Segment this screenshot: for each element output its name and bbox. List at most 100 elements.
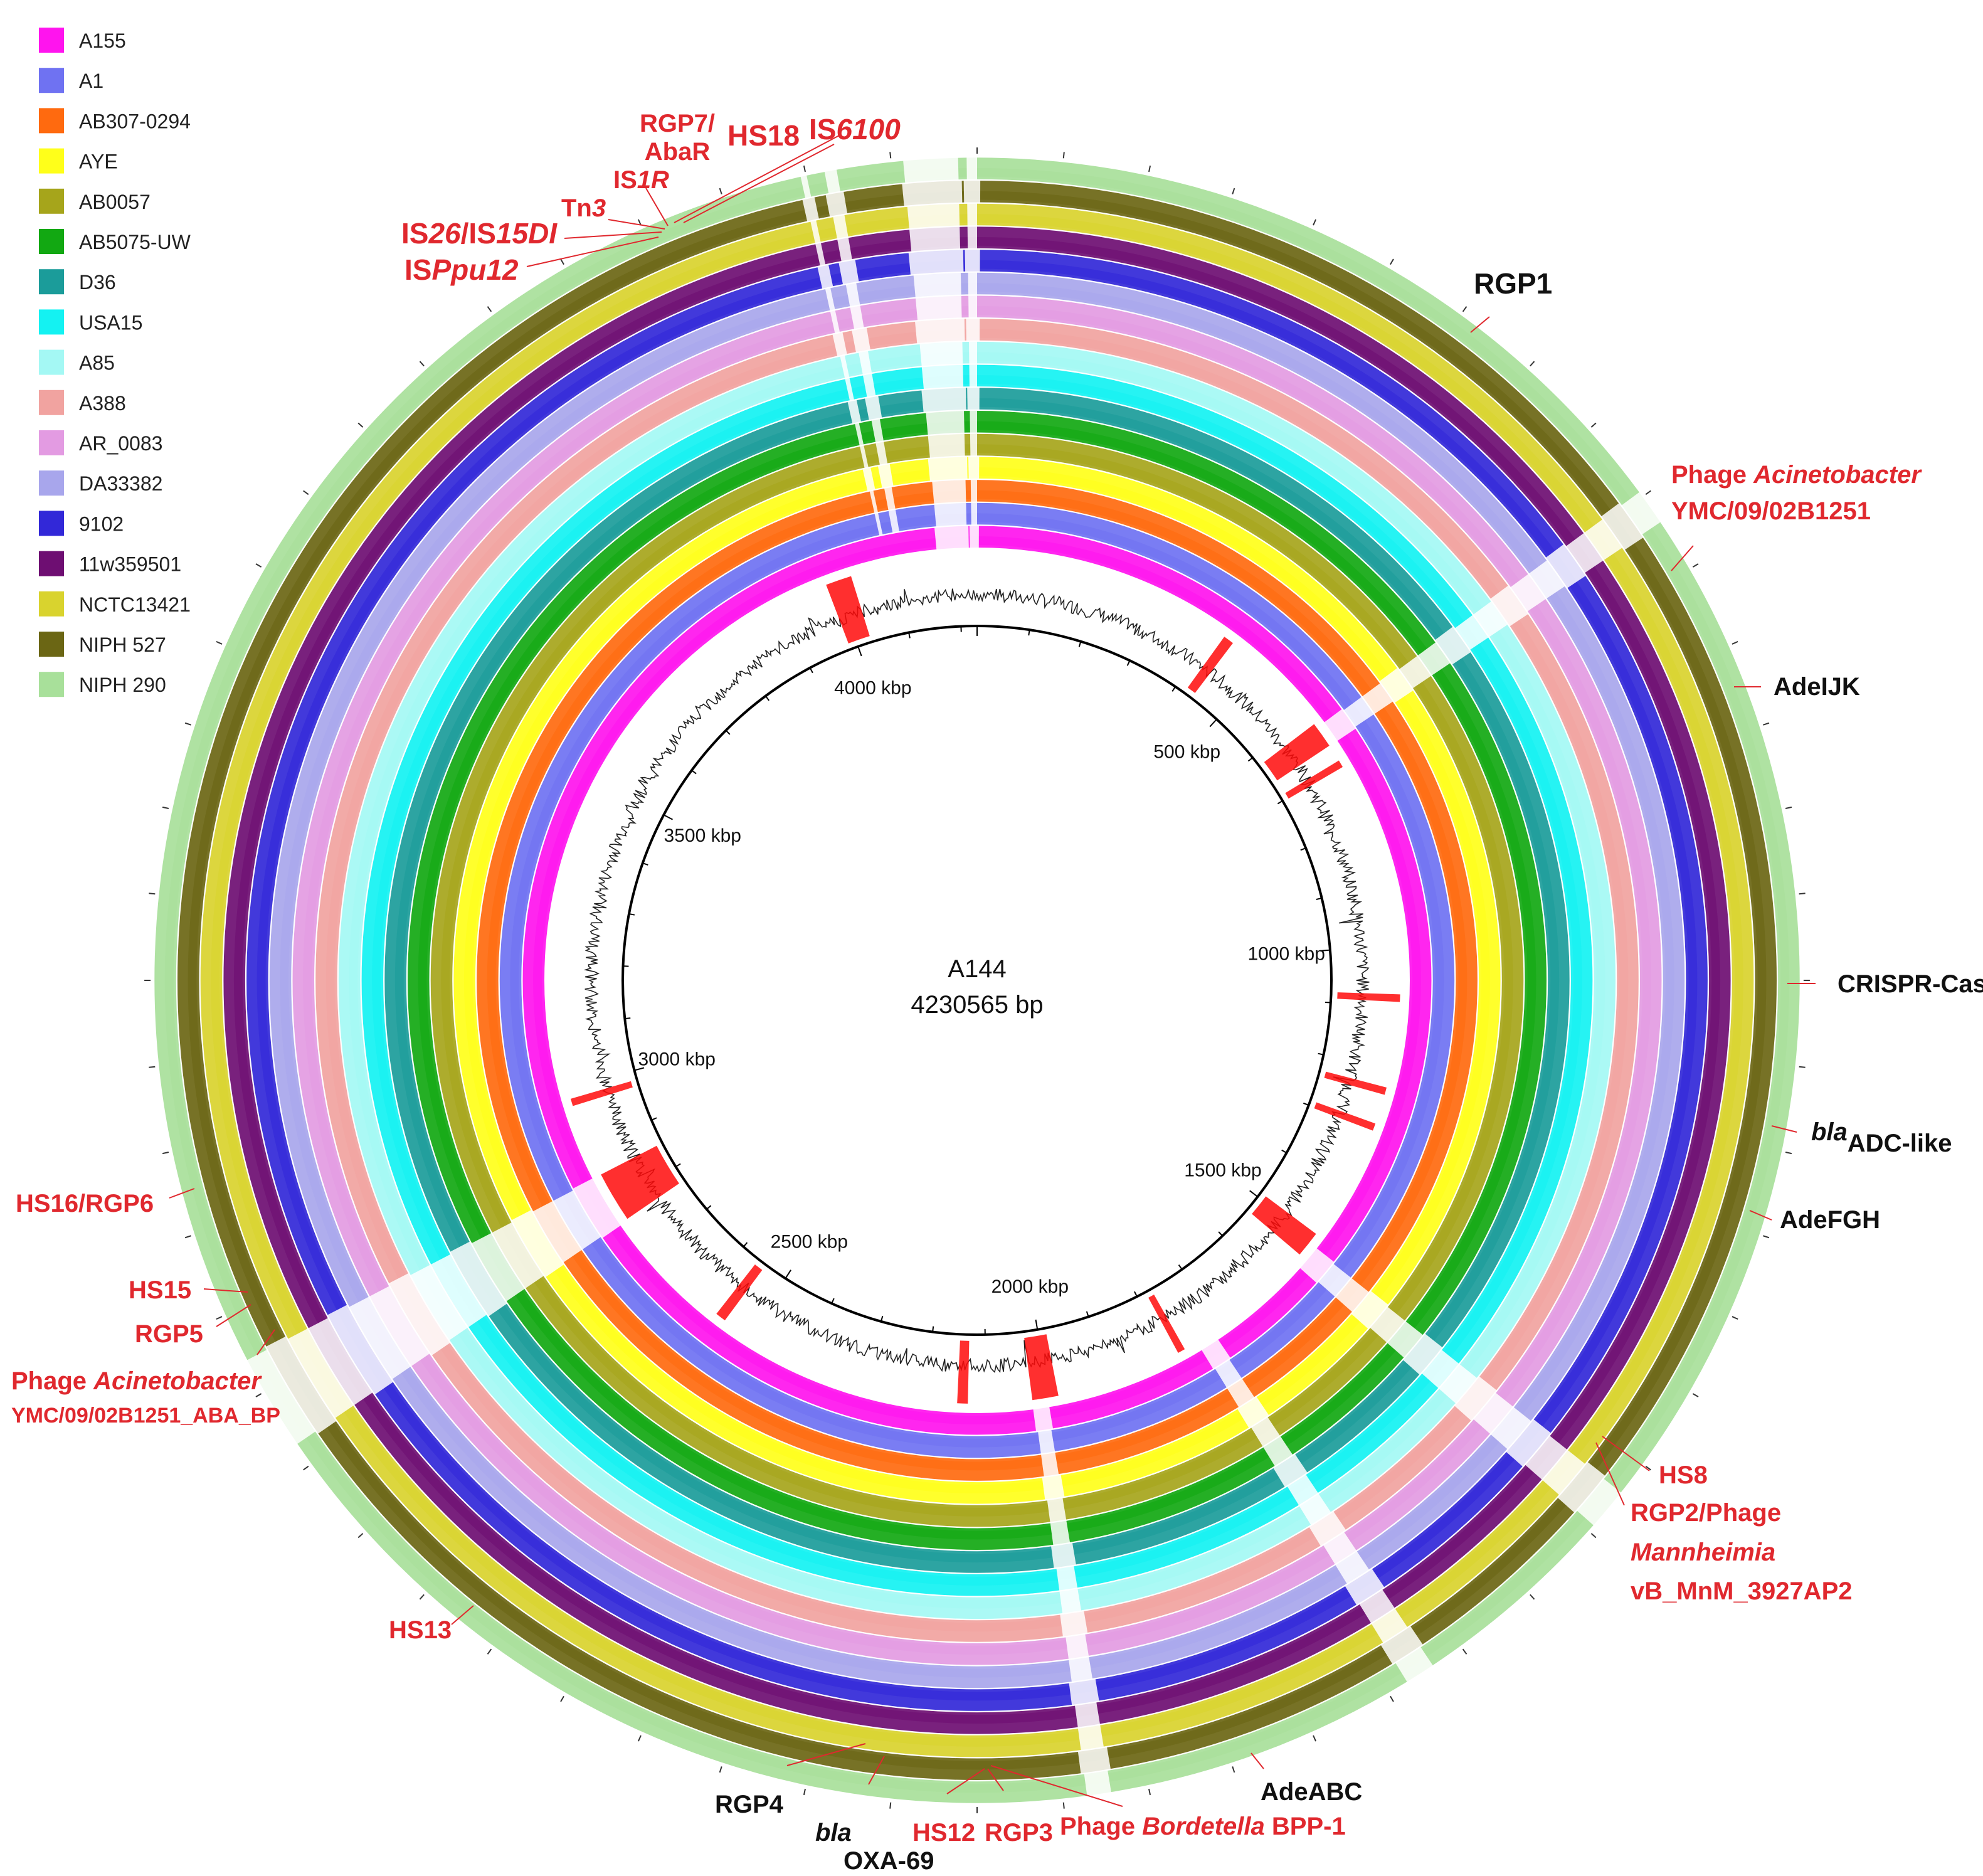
outer-tick — [1799, 1067, 1806, 1068]
red-region — [716, 1264, 762, 1320]
legend-swatch — [39, 189, 64, 214]
axis-tick — [664, 815, 672, 819]
label-tn3: Tn3 — [561, 194, 606, 222]
outer-tick — [149, 1067, 155, 1068]
outer-tick — [1693, 564, 1698, 567]
outer-tick — [185, 1236, 191, 1237]
ring-gap — [1084, 1770, 1111, 1796]
label-rgp4: RGP4 — [715, 1791, 784, 1818]
red-region — [957, 1340, 969, 1403]
label-hs13: HS13 — [389, 1616, 452, 1644]
label-rgp1: RGP1 — [1474, 267, 1552, 300]
outer-tick — [1390, 1696, 1393, 1702]
outer-tick — [1799, 893, 1806, 894]
outer-tick — [720, 188, 722, 194]
outer-tick — [1732, 642, 1738, 644]
ring-gap — [966, 318, 980, 341]
outer-tick — [487, 307, 491, 312]
axis-tick — [766, 696, 769, 701]
outer-tick — [487, 1649, 491, 1654]
legend-swatch — [39, 390, 64, 415]
outer-tick — [149, 893, 155, 894]
outer-tick — [890, 152, 891, 158]
axis-tick — [743, 1243, 747, 1247]
ring-gap — [932, 479, 966, 504]
outer-tick — [561, 259, 564, 265]
ring-gap — [934, 502, 967, 527]
ring-gap — [907, 203, 960, 229]
legend-label: AR_0083 — [79, 432, 162, 455]
legend-label: USA15 — [79, 311, 142, 334]
outer-tick — [1693, 1394, 1698, 1397]
outer-tick — [890, 1803, 891, 1809]
ring-gap — [921, 387, 966, 412]
axis-tick-label: 4000 kbp — [834, 678, 911, 699]
outer-tick — [420, 1594, 424, 1599]
axis-tick — [1179, 1265, 1182, 1269]
axis-tick-label: 2500 kbp — [771, 1231, 848, 1252]
axis-tick-label: 2000 kbp — [991, 1276, 1069, 1297]
legend-label: 11w359501 — [79, 553, 181, 576]
label-hs15: HS15 — [129, 1276, 191, 1304]
ring-gap — [928, 433, 965, 458]
legend-label: A388 — [79, 392, 126, 415]
red-region — [571, 1081, 633, 1106]
axis-tick-label: 1500 kbp — [1184, 1160, 1261, 1180]
label-rgp5: RGP5 — [135, 1320, 203, 1348]
legend: A155A1AB307-0294AYEAB0057AB5075-UWD36USA… — [39, 28, 191, 697]
label-bla-adc: blaADC-like — [1811, 1118, 1952, 1157]
outer-tick — [720, 1766, 722, 1773]
legend-label: 9102 — [79, 512, 124, 535]
ring-gap — [926, 410, 964, 435]
legend-label: AB0057 — [79, 191, 151, 213]
outer-tick — [804, 166, 805, 172]
axis-tick — [1172, 687, 1175, 691]
ring-gap — [971, 479, 977, 502]
outer-tick — [1785, 1152, 1792, 1153]
label-hs12: HS12 — [912, 1819, 975, 1847]
legend-label: A155 — [79, 29, 126, 52]
legend-swatch — [39, 28, 64, 53]
ring-gap — [970, 410, 977, 433]
ring-gap — [934, 526, 969, 550]
legend-swatch — [39, 591, 64, 617]
ring-gap — [967, 203, 977, 226]
axis-tick-label: 500 kbp — [1153, 741, 1220, 762]
label-crispr-cas: CRISPR-Cas — [1838, 970, 1983, 998]
ring-gap — [1059, 1588, 1081, 1614]
ring-gap — [1056, 1566, 1077, 1591]
red-region — [826, 576, 870, 644]
legend-swatch — [39, 269, 64, 294]
ring-gap — [928, 457, 968, 482]
legend-label: A1 — [79, 70, 103, 92]
ring-gap — [971, 502, 977, 526]
ring-gap — [915, 318, 965, 344]
red-region — [1188, 637, 1233, 693]
ring-gap — [964, 180, 980, 203]
ring-gap — [1078, 1747, 1111, 1774]
ring-gap — [970, 364, 977, 388]
axis-tick — [1250, 1190, 1258, 1197]
legend-swatch — [39, 108, 64, 133]
legend-label: D36 — [79, 271, 116, 294]
outer-tick — [1232, 188, 1234, 194]
ring-gap — [968, 272, 977, 295]
center-genome-name: A144 — [948, 955, 1006, 983]
legend-swatch — [39, 551, 64, 576]
label-phage-acinetobacter-left: Phage Acinetobacter — [11, 1367, 262, 1395]
outer-tick — [304, 1466, 309, 1470]
label-rgp2-line2: Mannheimia — [1631, 1539, 1775, 1566]
label-hs8: HS8 — [1659, 1461, 1708, 1489]
outer-tick — [804, 1789, 805, 1795]
outer-tick — [1149, 166, 1150, 172]
outer-tick — [1530, 361, 1535, 366]
outer-tick — [216, 1317, 222, 1319]
axis-tick-label: 1000 kbp — [1247, 944, 1325, 965]
ring-gap — [968, 456, 979, 479]
outer-tick — [1530, 1594, 1535, 1599]
outer-tick — [358, 423, 362, 427]
outer-tick — [1591, 423, 1595, 427]
label-adefgh: AdeFGH — [1780, 1206, 1880, 1234]
label-rgp2-line1: RGP2/Phage — [1631, 1499, 1781, 1527]
